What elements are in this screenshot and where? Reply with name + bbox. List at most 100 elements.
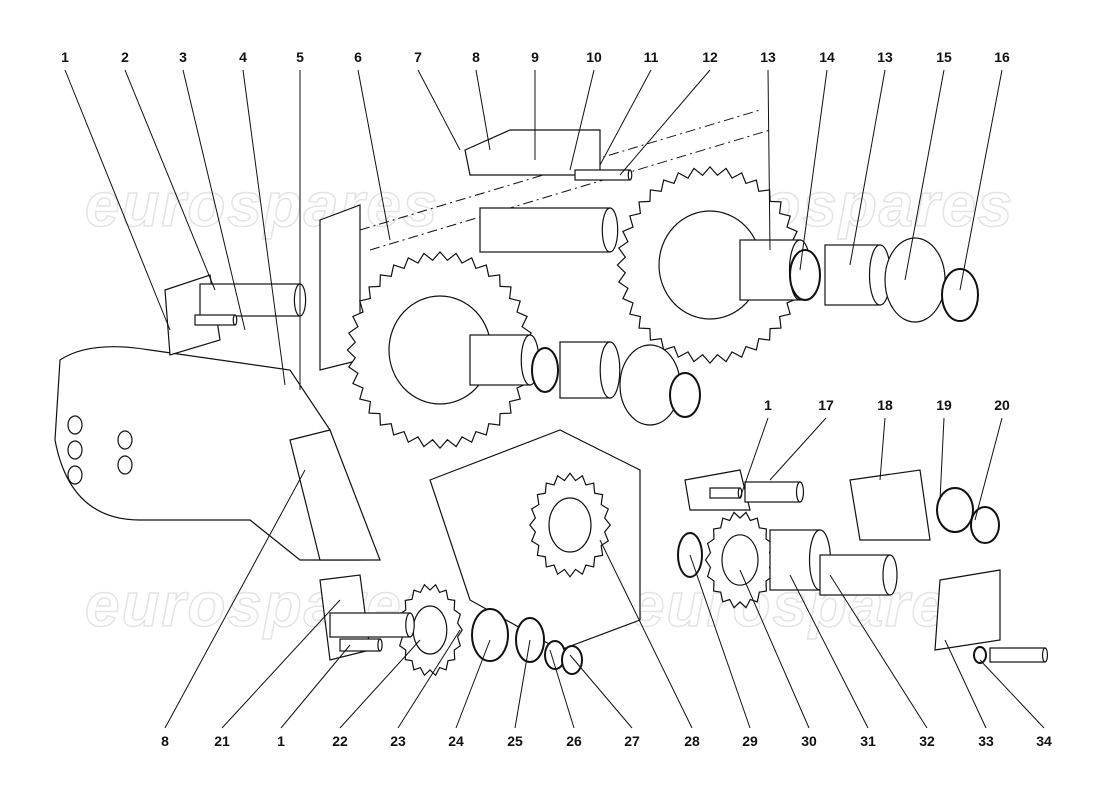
leader-line bbox=[549, 649, 575, 729]
leader-line bbox=[357, 69, 391, 241]
callout-label: 17 bbox=[818, 397, 834, 413]
bolt-end bbox=[232, 314, 238, 326]
leader-line bbox=[417, 69, 461, 151]
leader-line bbox=[599, 539, 693, 729]
callout-label: 33 bbox=[978, 733, 994, 749]
leader-line bbox=[789, 574, 869, 729]
callout-label: 6 bbox=[354, 49, 362, 65]
callout-label: 34 bbox=[1036, 733, 1052, 749]
crankshaft-hole bbox=[67, 465, 83, 485]
tensioner-piston bbox=[199, 283, 301, 317]
leader-line bbox=[339, 639, 421, 729]
bolt bbox=[989, 647, 1046, 663]
callout-label: 2 bbox=[121, 49, 129, 65]
bolt-end bbox=[377, 638, 383, 652]
shaft bbox=[819, 554, 891, 596]
leader-line bbox=[849, 69, 886, 266]
pump-shaft-end bbox=[405, 612, 415, 638]
pump-housing bbox=[849, 469, 931, 541]
flange bbox=[884, 237, 946, 323]
callout-label: 31 bbox=[860, 733, 876, 749]
crankshaft-hole bbox=[117, 455, 133, 475]
leader-line bbox=[221, 599, 341, 729]
callout-label: 22 bbox=[332, 733, 348, 749]
callout-label: 1 bbox=[277, 733, 285, 749]
leader-line bbox=[959, 69, 1003, 291]
callout-label: 10 bbox=[586, 49, 602, 65]
leader-line bbox=[769, 417, 827, 481]
leader-line bbox=[397, 629, 461, 729]
leader-line bbox=[569, 654, 633, 729]
leader-line bbox=[455, 639, 491, 729]
leader-line bbox=[939, 417, 945, 501]
shaft-end bbox=[882, 554, 898, 596]
callout-label: 11 bbox=[643, 49, 659, 65]
bearing bbox=[471, 608, 509, 662]
camshaft bbox=[479, 207, 611, 253]
callout-label: 12 bbox=[702, 49, 718, 65]
leader-line bbox=[164, 469, 306, 729]
leader-line bbox=[124, 69, 216, 291]
callout-label: 30 bbox=[801, 733, 817, 749]
callout-label: 1 bbox=[764, 397, 772, 413]
leader-line bbox=[689, 554, 751, 729]
leader-line bbox=[599, 69, 652, 166]
callout-label: 32 bbox=[919, 733, 935, 749]
leader-line bbox=[974, 417, 1003, 521]
circlip bbox=[561, 645, 583, 675]
crankshaft-hole bbox=[117, 430, 133, 450]
callout-label: 19 bbox=[936, 397, 952, 413]
callout-label: 21 bbox=[214, 733, 230, 749]
callout-label: 3 bbox=[179, 49, 187, 65]
callout-label: 25 bbox=[507, 733, 523, 749]
seal-ring bbox=[789, 249, 821, 301]
crankshaft-hole bbox=[67, 415, 83, 435]
chain-guide-bracket bbox=[464, 129, 601, 176]
leader-line bbox=[979, 659, 1045, 729]
bolt-end bbox=[627, 169, 633, 181]
callout-label: 29 bbox=[742, 733, 758, 749]
callout-label: 18 bbox=[877, 397, 893, 413]
leader-line bbox=[475, 69, 491, 151]
crankshaft-hole bbox=[67, 440, 83, 460]
bolt bbox=[194, 314, 236, 326]
callout-label: 13 bbox=[760, 49, 776, 65]
callout-label: 4 bbox=[239, 49, 247, 65]
sensor-block bbox=[934, 569, 1001, 651]
circlip bbox=[941, 268, 979, 322]
bolt bbox=[574, 169, 631, 181]
circlip bbox=[669, 372, 701, 418]
leader-line bbox=[619, 69, 711, 176]
callout-label: 7 bbox=[414, 49, 422, 65]
callout-label: 23 bbox=[390, 733, 406, 749]
leader-line bbox=[182, 69, 246, 331]
callout-label: 1 bbox=[61, 49, 69, 65]
washer bbox=[973, 646, 987, 664]
leader-line bbox=[64, 69, 171, 331]
leader-line bbox=[799, 69, 828, 271]
pump-shaft bbox=[329, 612, 411, 638]
oil-pump-sprocket-hub bbox=[412, 605, 448, 655]
callout-label: 13 bbox=[877, 49, 893, 65]
callout-label: 27 bbox=[624, 733, 640, 749]
circlip bbox=[970, 506, 1000, 544]
seal-ring bbox=[531, 347, 559, 393]
leader-line bbox=[569, 69, 595, 171]
needle-bearing-end bbox=[599, 341, 621, 399]
callout-label: 20 bbox=[994, 397, 1010, 413]
bolt-end bbox=[1041, 647, 1049, 663]
tensioner-piston-end bbox=[795, 481, 805, 503]
leader-line bbox=[242, 69, 286, 386]
bearing bbox=[469, 334, 531, 386]
callout-label: 26 bbox=[566, 733, 582, 749]
drive-sprocket-hub bbox=[548, 497, 592, 553]
leader-line bbox=[280, 644, 351, 729]
leader-line bbox=[904, 69, 945, 281]
callout-label: 8 bbox=[472, 49, 480, 65]
leader-line bbox=[739, 569, 810, 729]
camshaft-end bbox=[601, 207, 619, 253]
pump-sprocket-hub bbox=[721, 534, 759, 586]
leader-line bbox=[739, 417, 769, 499]
